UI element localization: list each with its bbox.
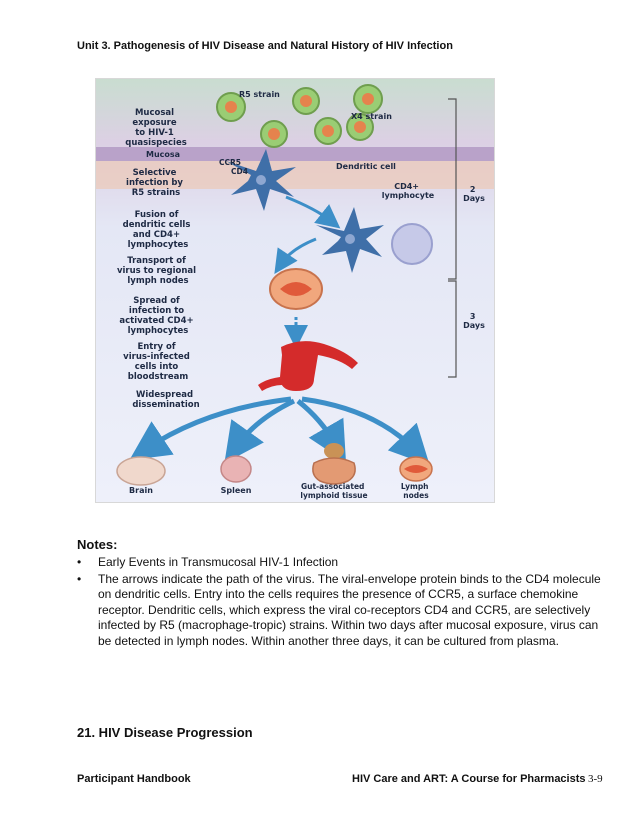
brain-icon — [116, 456, 166, 486]
arrow-to-brain — [129, 396, 292, 461]
spleen-label: Spleen — [221, 486, 252, 495]
footer-left: Participant Handbook — [77, 773, 191, 785]
section-title: 21. HIV Disease Progression — [77, 725, 253, 740]
lymph-nodes-label: Lymph nodes — [401, 482, 431, 500]
dendritic-cell-label: Dendritic cell — [336, 162, 396, 171]
mucosa-label: Mucosa — [146, 150, 180, 159]
notes-list: Early Events in Transmucosal HIV-1 Infec… — [77, 555, 607, 650]
fusion-label: Fusion of dendritic cells and CD4+ lymph… — [123, 210, 194, 250]
list-item: The arrows indicate the path of the viru… — [77, 572, 607, 650]
lymph-nodes-icon — [399, 456, 433, 482]
selective-infection-label: Selective infection by R5 strains — [126, 168, 186, 198]
blood-vessel-icon — [258, 341, 358, 391]
arrow-to-spleen — [224, 398, 296, 464]
brain-label: Brain — [129, 486, 153, 495]
spread-label: Spread of infection to activated CD4+ ly… — [119, 296, 196, 336]
notes-title: Notes: — [77, 537, 118, 552]
cd4-lymphocyte-icon — [391, 223, 433, 265]
entry-label: Entry of virus-infected cells into blood… — [123, 342, 193, 382]
ccr5-label: CCR5 — [219, 158, 241, 167]
arrow-to-fusion — [285, 195, 341, 229]
mucosa-band — [96, 147, 494, 161]
footer-right: HIV Care and ART: A Course for Pharmacis… — [352, 773, 586, 785]
mucosal-exposure-label: Mucosal exposure to HIV-1 quasispecies — [125, 108, 187, 148]
three-days-label: 3 Days — [463, 312, 485, 330]
hiv-transmission-figure: R5 strain X4 strain Mucosal exposure to … — [95, 78, 495, 503]
arrow-to-lymph-node — [274, 237, 317, 274]
list-item: Early Events in Transmucosal HIV-1 Infec… — [77, 555, 607, 571]
dendritic-cell-icon — [226, 149, 296, 211]
arrow-to-gut — [296, 399, 346, 463]
page-header: Unit 3. Pathogenesis of HIV Disease and … — [77, 40, 453, 52]
fused-dendritic-cell-icon — [316, 207, 384, 273]
page-number: 3-9 — [588, 773, 603, 785]
r5-strain-label: R5 strain — [239, 90, 280, 99]
submucosa-band — [96, 161, 494, 189]
lymph-node-icon — [269, 268, 323, 310]
cd4-label: CD4 — [231, 167, 248, 176]
transport-label: Transport of virus to regional lymph nod… — [117, 256, 199, 286]
two-days-bracket — [448, 98, 457, 280]
arrow-to-lymph-nodes — [301, 396, 430, 466]
spleen-icon — [220, 455, 252, 483]
virus-cluster — [216, 84, 383, 148]
three-days-bracket — [448, 280, 457, 378]
x4-strain-label: X4 strain — [351, 112, 392, 121]
gut-icon — [312, 443, 356, 485]
gut-label: Gut-associated lymphoid tissue — [300, 482, 367, 500]
widespread-label: Widespread dissemination — [132, 390, 199, 410]
cd4-lymphocyte-label: CD4+ lymphocyte — [382, 182, 435, 200]
two-days-label: 2 Days — [463, 185, 485, 203]
